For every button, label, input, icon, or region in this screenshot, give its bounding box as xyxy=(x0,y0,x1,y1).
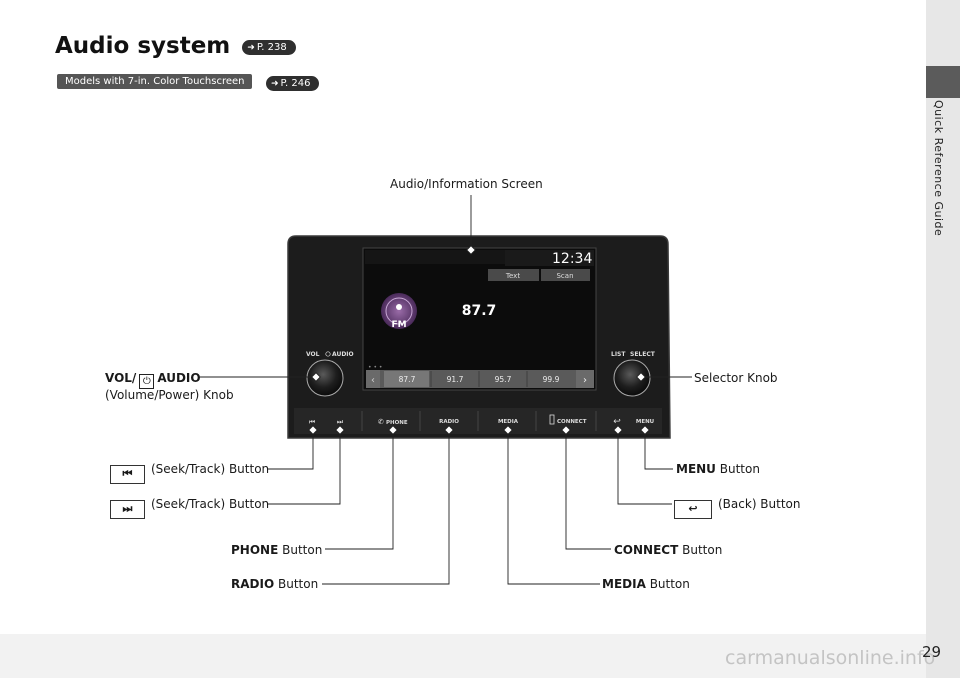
volume-knob xyxy=(306,359,344,397)
text-tab-label: Text xyxy=(505,272,520,280)
phone-callout-rest: Button xyxy=(282,543,323,557)
media-button-label: MEDIA xyxy=(498,419,519,425)
connect-button-label: CONNECT xyxy=(557,419,587,425)
title-ref-link[interactable]: ➜P. 238 xyxy=(242,40,296,55)
preset-active xyxy=(384,371,429,387)
watermark-bar xyxy=(0,634,926,678)
vol-callout-bold: VOL/ xyxy=(105,371,137,385)
menu-button-label: MENU xyxy=(636,419,654,425)
text-tab xyxy=(488,269,539,281)
clock-text: 12:34 xyxy=(552,251,592,267)
selector-callout: Selector Knob xyxy=(694,371,778,385)
back-callout-text: (Back) Button xyxy=(718,497,801,511)
usb-icon xyxy=(549,414,555,425)
vol-label: VOL xyxy=(306,351,320,358)
models-ref-text: P. 246 xyxy=(280,78,311,89)
select-label: SELECT xyxy=(630,351,656,358)
media-callout: MEDIA Button xyxy=(602,577,690,591)
section-tab xyxy=(926,66,960,98)
connect-callout-rest: Button xyxy=(682,543,723,557)
preset-next-button xyxy=(576,370,594,388)
side-strip xyxy=(926,0,960,678)
menu-callout-bold: MENU xyxy=(676,462,716,476)
models-badge: Models with 7-in. Color Touchscreen xyxy=(57,74,253,89)
screen-callout: Audio/Information Screen xyxy=(390,177,543,191)
preset-4: 99.9 xyxy=(543,375,560,384)
preset-1: 87.7 xyxy=(399,375,416,384)
phone-callout-bold: PHONE xyxy=(231,543,279,557)
title-text: Audio system xyxy=(55,33,231,59)
fm-band-text: FM xyxy=(391,320,406,330)
radio-callout-bold: RADIO xyxy=(231,577,275,591)
phone-button-label: PHONE xyxy=(386,420,408,426)
phone-icon: ✆ xyxy=(378,418,384,426)
svg-text:• • •: • • • xyxy=(368,364,382,371)
callout-markers xyxy=(308,245,650,435)
frequency-text: 87.7 xyxy=(462,303,497,319)
power-icon xyxy=(325,351,331,357)
vol-callout-bold2: AUDIO xyxy=(157,371,201,385)
ref-arrow-icon: ➜ xyxy=(247,43,255,53)
media-callout-rest: Button xyxy=(649,577,690,591)
radio-button-label: RADIO xyxy=(439,419,459,425)
connect-callout: CONNECT Button xyxy=(614,543,722,557)
watermark-text: carmanualsonline.info xyxy=(725,647,936,669)
scan-tab-label: Scan xyxy=(556,272,573,280)
title-ref-text: P. 238 xyxy=(256,42,287,53)
menu-callout-rest: Button xyxy=(719,462,760,476)
connect-callout-bold: CONNECT xyxy=(614,543,679,557)
scan-tab xyxy=(541,269,590,281)
vol-callout: VOL/⏻AUDIO xyxy=(105,371,201,389)
back-arrow-icon: ↩ xyxy=(613,417,621,427)
seek-forward-icon: ⏭ xyxy=(337,418,344,426)
back-callout: ↩ (Back) Button xyxy=(674,497,801,519)
leader-lines xyxy=(198,195,692,585)
seek-back-icon: ⏮ xyxy=(309,418,315,426)
seek-back-callout-text: (Seek/Track) Button xyxy=(151,462,270,476)
menu-callout: MENU Button xyxy=(676,462,760,476)
page-title: Audio system ➜P. 238 xyxy=(55,33,296,59)
preset-prev-button xyxy=(366,370,380,388)
models-ref-link[interactable]: ➜P. 246 xyxy=(266,74,320,93)
seek-forward-icon: ⏭ xyxy=(110,500,145,519)
seek-forward-callout-text: (Seek/Track) Button xyxy=(151,497,270,511)
ref-arrow-icon: ➜ xyxy=(271,79,279,89)
seek-forward-callout: ⏭ (Seek/Track) Button xyxy=(110,497,269,519)
radio-callout-rest: Button xyxy=(277,577,319,591)
radio-callout: RADIO Button xyxy=(231,577,318,591)
phone-callout: PHONE Button xyxy=(231,543,322,557)
media-callout-bold: MEDIA xyxy=(602,577,646,591)
page-number: 29 xyxy=(922,643,942,661)
selector-knob xyxy=(613,359,651,397)
vol-callout-sub: (Volume/Power) Knob xyxy=(105,388,234,402)
side-label: Quick Reference Guide xyxy=(932,100,945,237)
back-arrow-icon: ↩ xyxy=(674,500,712,519)
seek-back-icon: ⏮ xyxy=(110,465,145,484)
preset-2: 91.7 xyxy=(447,375,464,384)
power-icon: ⏻ xyxy=(139,374,155,389)
seek-back-callout: ⏮ (Seek/Track) Button xyxy=(110,462,269,484)
svg-text:›: › xyxy=(583,375,587,386)
svg-text:‹: ‹ xyxy=(371,375,375,386)
list-label: LIST xyxy=(611,351,626,358)
audio-label: AUDIO xyxy=(332,351,354,358)
preset-3: 95.7 xyxy=(495,375,512,384)
